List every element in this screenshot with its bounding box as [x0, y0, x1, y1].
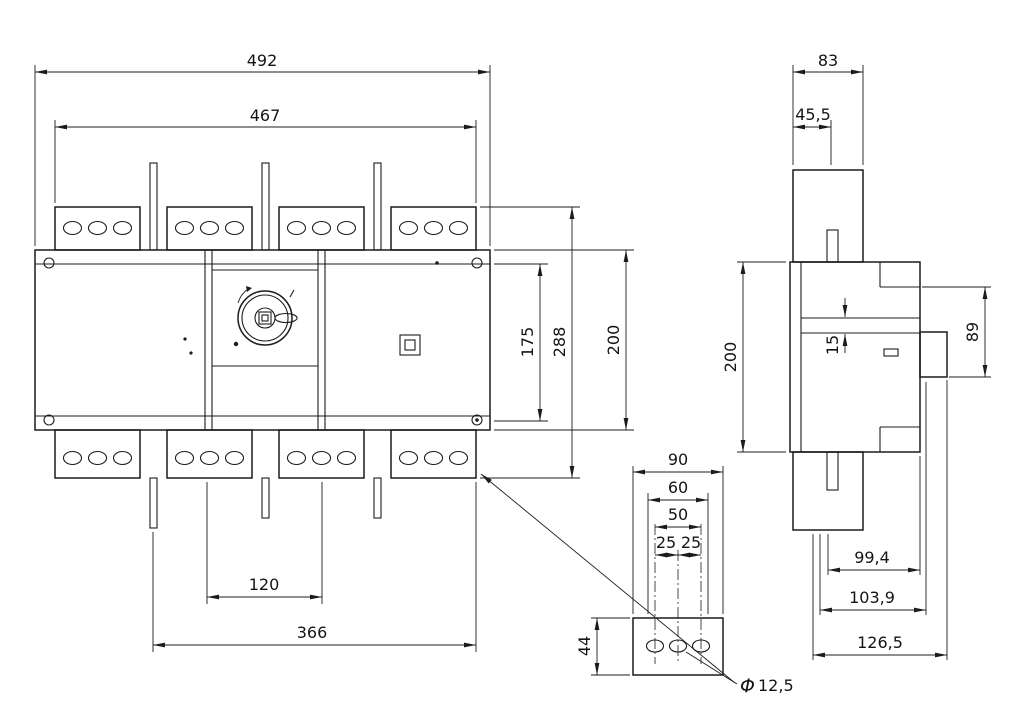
dim-front-terminal-width: 467	[250, 106, 281, 125]
dim-front-mid-height: 200	[604, 325, 623, 356]
dim-side-lug-height: 89	[963, 322, 982, 342]
dim-front-overall-width: 492	[247, 51, 278, 70]
handle-lever	[274, 312, 298, 324]
terminal-block	[390, 429, 477, 479]
dim-detail-inner-width: 60	[668, 478, 688, 497]
side-view-dimensions: 83 45,5 200 15 89 99,4 103,9 126,5	[721, 51, 991, 660]
dim-detail-hole-diameter: 12,5	[758, 676, 794, 695]
dim-side-depth-3: 126,5	[857, 633, 903, 652]
rotary-handle	[237, 286, 298, 346]
mounting-hole	[43, 257, 55, 269]
phase-barrier	[373, 477, 382, 519]
side-body	[789, 261, 921, 453]
dim-side-plate-offset: 15	[823, 335, 842, 355]
dim-side-front-depth: 45,5	[795, 105, 831, 124]
dim-detail-pitch-left: 25	[656, 533, 676, 552]
phase-barrier	[261, 477, 270, 519]
terminal-block	[166, 429, 253, 479]
front-view	[34, 162, 491, 529]
dim-side-depth-1: 99,4	[854, 548, 890, 567]
phase-barrier	[149, 477, 158, 529]
top-terminal-blocks	[54, 162, 477, 251]
terminal-block	[166, 206, 253, 251]
dim-side-top-depth: 83	[818, 51, 838, 70]
mounting-hole	[43, 414, 55, 426]
terminal-block	[278, 206, 365, 251]
dim-front-overall-height: 288	[550, 327, 569, 358]
diameter-symbol: Φ	[740, 675, 755, 697]
mounting-hole	[471, 257, 483, 269]
terminal-block	[278, 429, 365, 479]
terminal-block	[54, 429, 141, 479]
terminal-lug	[919, 331, 948, 378]
indicator-window	[399, 334, 421, 356]
phase-barrier	[261, 162, 270, 251]
terminal-detail-view: 90 60 50 25 25 44 Φ 12,5	[480, 450, 794, 697]
dim-detail-height: 44	[575, 636, 594, 656]
bottom-terminal-blocks	[54, 429, 477, 529]
dim-detail-width: 90	[668, 450, 688, 469]
dim-front-body-height: 175	[518, 327, 537, 358]
dim-detail-hole-span: 50	[668, 505, 688, 524]
switch-main-body	[34, 249, 491, 431]
phase-barrier	[149, 162, 158, 251]
front-view-dimensions: 492 467 175 288 200 120 366	[34, 51, 634, 652]
dim-detail-pitch-right: 25	[681, 533, 701, 552]
dim-front-pole-pitch: 120	[249, 575, 280, 594]
dim-side-body-height: 200	[721, 342, 740, 373]
side-view	[789, 169, 948, 531]
terminal-block	[54, 206, 141, 251]
mounting-hole	[471, 414, 483, 426]
phase-barrier	[373, 162, 382, 251]
dim-front-base-width: 366	[297, 623, 328, 642]
diameter-leader-line	[685, 651, 738, 685]
dim-side-depth-2: 103,9	[849, 588, 895, 607]
rotation-arrow-icon	[237, 288, 249, 304]
detail-leader-line	[480, 473, 736, 684]
terminal-block	[390, 206, 477, 251]
